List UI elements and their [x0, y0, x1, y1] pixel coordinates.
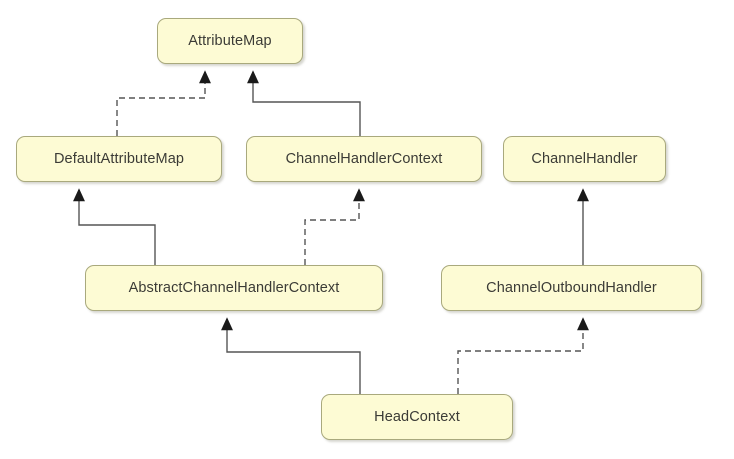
edge-arrowhead	[247, 70, 259, 84]
edge-line	[304, 190, 360, 265]
edge-line	[457, 319, 584, 394]
edge-arrowhead	[577, 317, 589, 331]
edge-arrowhead	[353, 188, 365, 202]
node-label: HeadContext	[374, 408, 460, 425]
node-channel-outbound-handler[interactable]: ChannelOutboundHandler	[441, 265, 702, 311]
node-head-context[interactable]: HeadContext	[321, 394, 513, 440]
node-label: ChannelOutboundHandler	[486, 279, 657, 296]
node-label: AttributeMap	[188, 32, 272, 49]
edge-line	[226, 319, 361, 394]
node-channel-handler-context[interactable]: ChannelHandlerContext	[246, 136, 482, 182]
edge-arrowhead	[221, 317, 233, 331]
edge-line	[78, 190, 156, 265]
node-label: ChannelHandler	[531, 150, 638, 167]
node-default-attribute-map[interactable]: DefaultAttributeMap	[16, 136, 222, 182]
edge-line	[116, 72, 206, 136]
edge-line	[252, 72, 361, 136]
edge-arrowhead	[577, 188, 589, 202]
edge-arrowhead	[73, 188, 85, 202]
edge-arrowhead	[199, 70, 211, 84]
node-label: ChannelHandlerContext	[285, 150, 443, 167]
node-attribute-map[interactable]: AttributeMap	[157, 18, 303, 64]
node-channel-handler[interactable]: ChannelHandler	[503, 136, 666, 182]
node-label: DefaultAttributeMap	[53, 150, 185, 167]
node-label: AbstractChannelHandlerContext	[128, 279, 340, 296]
node-abstract-channel-handler-context[interactable]: AbstractChannelHandlerContext	[85, 265, 383, 311]
